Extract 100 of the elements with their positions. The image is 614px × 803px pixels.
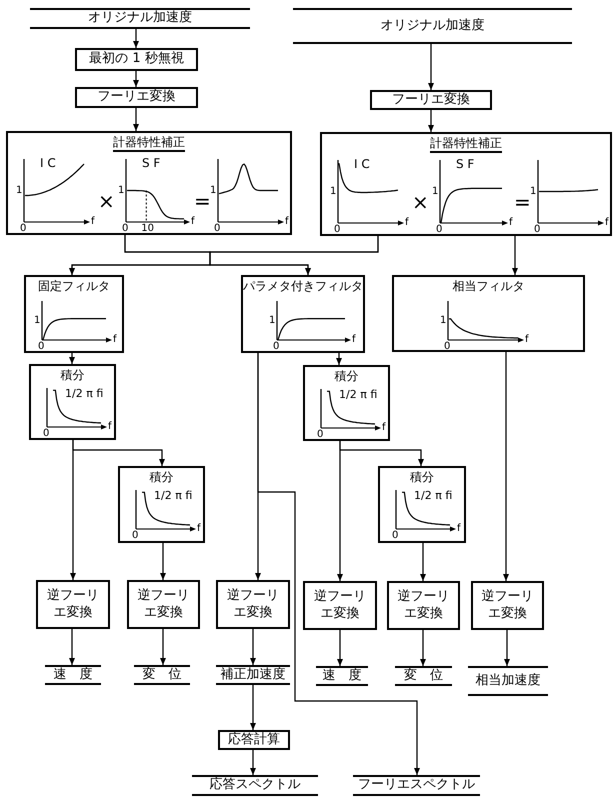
- box-title: 積分: [150, 470, 174, 485]
- flow-arrow: [133, 71, 139, 87]
- process-box: 逆フーリエ変換: [471, 581, 544, 630]
- process-box: 逆フーリエ変換: [216, 580, 290, 629]
- axis-label: f: [509, 218, 513, 228]
- process-box: [29, 364, 116, 440]
- axis-label: 0: [43, 429, 50, 439]
- box-title: パラメタ付きフィルタ: [243, 279, 363, 294]
- formula-label: 1/2 π fi: [339, 389, 378, 400]
- data-label: 応答スペクトル: [192, 775, 318, 796]
- data-label: オリジナル加速度: [30, 8, 250, 29]
- axis-label: f: [285, 217, 289, 227]
- axis-label: 0: [334, 225, 340, 235]
- axis-label: 0: [132, 531, 138, 541]
- process-box: [320, 132, 612, 236]
- process-box: [6, 131, 292, 235]
- flow-arrow: [133, 108, 139, 131]
- process-box: 最初の 1 秒無視: [75, 48, 198, 71]
- axis-label: f: [197, 524, 201, 534]
- axis-label: f: [191, 217, 195, 227]
- flow-arrow: [336, 353, 342, 365]
- process-box: 逆フーリエ変換: [127, 580, 200, 629]
- flow-arrow: [69, 629, 75, 665]
- data-label: フーリエスペクトル: [353, 775, 480, 796]
- axis-label: 0: [214, 224, 220, 234]
- math-symbol: =: [194, 191, 211, 211]
- axis-label: f: [405, 218, 409, 228]
- axis-label: 0: [273, 342, 280, 352]
- axis-label: 0: [534, 225, 540, 235]
- axis-label: 1: [118, 186, 124, 196]
- data-label: オリジナル加速度: [293, 8, 572, 44]
- axis-label: 0: [38, 342, 44, 352]
- axis-label: f: [352, 335, 356, 345]
- process-box: [118, 466, 205, 543]
- axis-label: f: [382, 423, 386, 433]
- graph-title: I C: [354, 158, 370, 170]
- process-box: 逆フーリエ変換: [387, 581, 460, 630]
- axis-label: 10: [141, 224, 154, 234]
- axis-label: 0: [317, 430, 324, 440]
- box-title: 計器特性補正: [430, 136, 502, 153]
- flow-arrow: [209, 236, 379, 275]
- flow-arrow: [428, 110, 434, 132]
- axis-label: 1: [530, 186, 536, 196]
- flow-arrow: [250, 750, 256, 775]
- process-box: [24, 275, 124, 353]
- flow-arrow: [420, 630, 426, 666]
- process-box: [241, 275, 365, 353]
- flow-arrow: [257, 353, 420, 775]
- formula-label: 1/2 π fi: [414, 490, 452, 501]
- process-box: [303, 365, 390, 441]
- box-title: 積分: [410, 470, 434, 485]
- graph-title: S F: [142, 157, 160, 169]
- graph-title: I C: [40, 157, 56, 169]
- box-title: 計器特性補正: [113, 135, 185, 152]
- axis-label: f: [91, 217, 95, 227]
- flow-arrow: [512, 236, 518, 275]
- flow-arrow: [133, 29, 139, 48]
- axis-label: 0: [392, 531, 398, 541]
- data-label: 速 度: [45, 665, 101, 685]
- axis-label: f: [108, 422, 112, 432]
- flow-arrow: [250, 685, 256, 730]
- axis-label: 0: [444, 342, 450, 352]
- box-title: 積分: [60, 368, 84, 383]
- data-label: 速 度: [316, 666, 368, 686]
- axis-label: 1: [16, 186, 22, 196]
- flow-arrow: [160, 543, 166, 580]
- box-title: 相当フィルタ: [452, 279, 524, 294]
- flow-arrow: [69, 353, 75, 364]
- process-box: 応答計算: [218, 730, 290, 750]
- process-box: 逆フーリエ変換: [36, 580, 110, 629]
- process-box: フーリエ変換: [370, 90, 492, 110]
- axis-label: 1: [432, 186, 438, 196]
- flow-arrow: [504, 630, 510, 666]
- axis-label: 1: [269, 316, 276, 326]
- box-title: 固定フィルタ: [38, 279, 110, 294]
- data-label: 変 位: [134, 665, 190, 685]
- process-box: 逆フーリエ変換: [303, 581, 377, 630]
- axis-label: 0: [122, 224, 128, 234]
- axis-label: 1: [440, 316, 446, 326]
- flow-arrow: [72, 440, 165, 466]
- data-label: 相当加速度: [468, 666, 548, 696]
- data-label: 変 位: [395, 666, 452, 686]
- axis-label: 0: [436, 225, 442, 235]
- formula-label: 1/2 π fi: [154, 490, 192, 501]
- axis-label: f: [525, 335, 529, 345]
- flow-arrow: [250, 629, 256, 665]
- axis-label: 1: [34, 316, 40, 326]
- formula-label: 1/2 π fi: [65, 388, 104, 399]
- graph-title: S F: [456, 158, 474, 170]
- flow-arrow: [503, 352, 509, 581]
- math-symbol: ×: [98, 191, 115, 211]
- flow-arrow: [339, 441, 424, 466]
- data-label: 補正加速度: [216, 665, 290, 685]
- flow-arrow: [428, 44, 434, 90]
- math-symbol: ×: [412, 192, 429, 212]
- flow-arrow: [337, 630, 343, 666]
- axis-label: f: [605, 218, 609, 228]
- axis-label: 0: [20, 224, 26, 234]
- axis-label: f: [113, 335, 117, 345]
- process-box: フーリエ変換: [75, 87, 198, 108]
